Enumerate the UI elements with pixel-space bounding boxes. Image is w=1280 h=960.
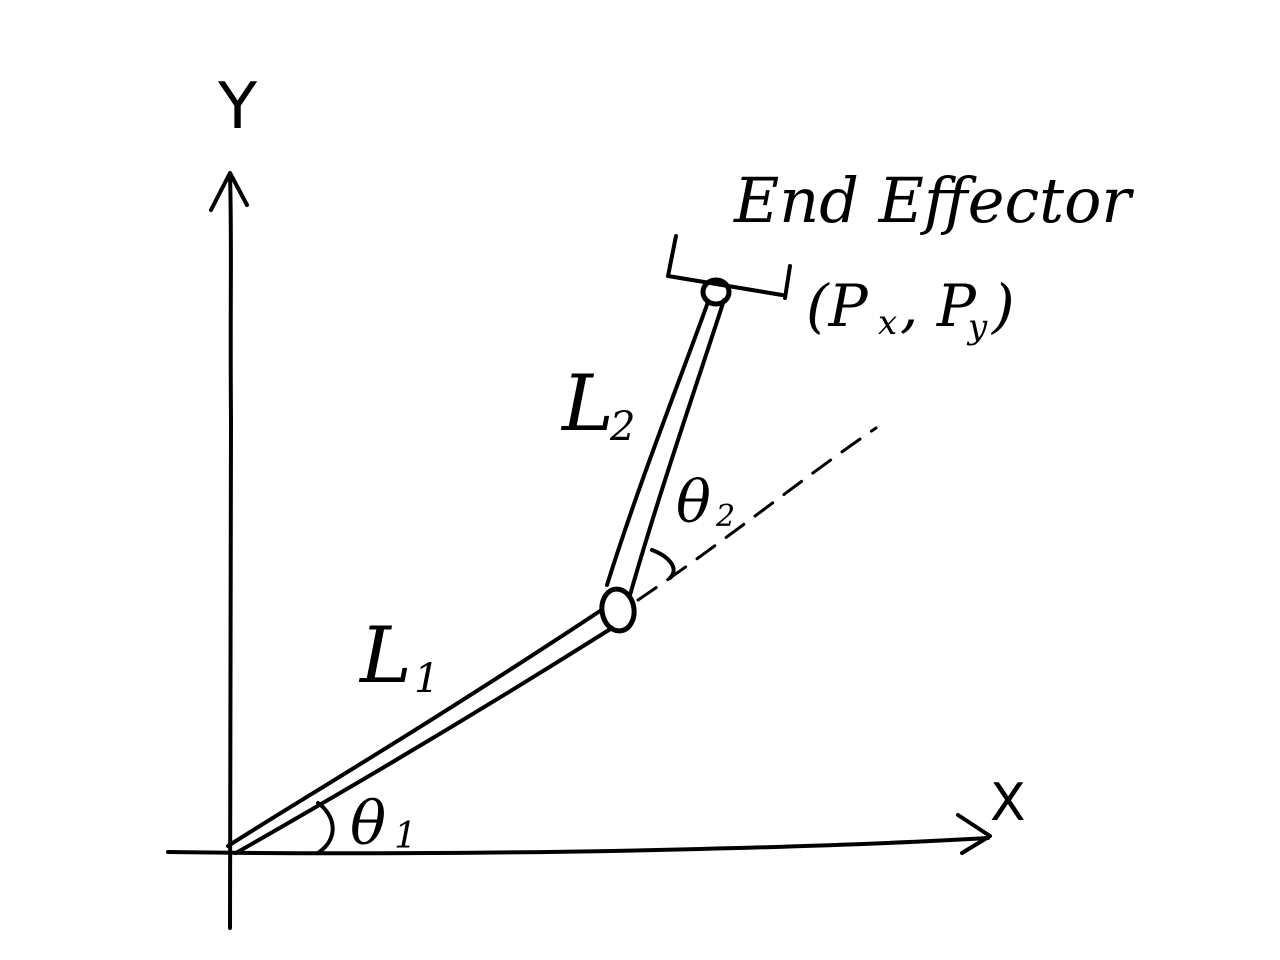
svg-text:2: 2 <box>609 404 635 450</box>
link-2 <box>605 298 726 597</box>
y-axis-arrowhead <box>209 171 249 212</box>
svg-text:L: L <box>560 359 614 449</box>
coords-x-sub: x <box>878 303 897 343</box>
svg-text:1: 1 <box>394 816 417 857</box>
coords-prefix: (P <box>806 272 869 340</box>
svg-text:θ: θ <box>676 468 711 536</box>
theta2-arc <box>650 548 676 580</box>
y-axis-label: Y <box>217 70 258 144</box>
link2-label: L 2 <box>560 359 635 450</box>
x-axis-arrowhead <box>956 813 992 855</box>
y-axis-line <box>227 173 234 930</box>
link1-label: L 1 <box>358 611 439 702</box>
x-axis-line <box>166 836 990 856</box>
theta1-label: θ 1 <box>350 789 417 859</box>
coords-suffix: ) <box>990 272 1015 340</box>
theta2-label: θ 2 <box>676 468 735 536</box>
coords-sep: , P <box>900 272 977 340</box>
svg-text:L: L <box>358 611 412 701</box>
coords-y-sub: y <box>966 307 988 347</box>
svg-text:1: 1 <box>414 656 439 702</box>
end-effector-coordinates: (P x , P y ) <box>806 272 1015 347</box>
end-effector-joint <box>700 277 732 307</box>
elbow-joint <box>599 586 637 634</box>
end-effector-title: End Effector <box>733 164 1134 237</box>
end-effector-gripper <box>666 234 792 300</box>
svg-text:2: 2 <box>715 499 735 534</box>
link-1 <box>226 609 614 855</box>
x-axis-label: X <box>990 773 1026 833</box>
theta1-arc <box>316 801 335 855</box>
svg-text:θ: θ <box>350 789 386 859</box>
